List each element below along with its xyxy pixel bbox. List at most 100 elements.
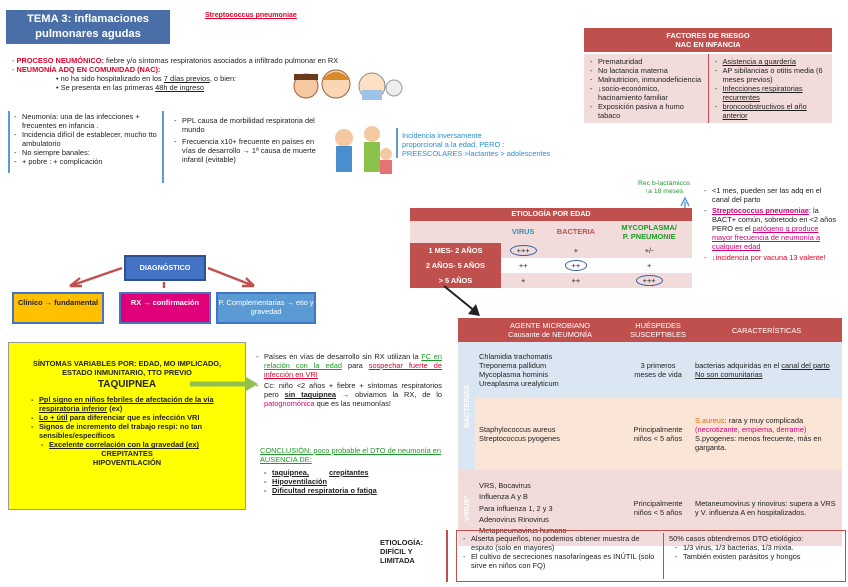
ag-r3-2: Influenza A y B <box>479 492 528 502</box>
family-illustration <box>335 126 392 174</box>
ag-h2b: SUSCEPTIBLES <box>630 330 686 340</box>
etio-final-right-2: También existen parásitos y hongos <box>675 552 841 561</box>
rx-1a: Países en vías de desarrollo sin RX util… <box>264 352 422 361</box>
risk-title-1: FACTORES DE RIESGO <box>666 31 750 40</box>
conclusion-list: taquipnea, crepitantes Hipoventilación D… <box>264 468 442 495</box>
page-title: TEMA 3: inflamaciones pulmonares agudas <box>6 10 170 44</box>
etio-age-1: 1 MES- 2 AÑOS <box>410 242 501 258</box>
ag-r2-c3: (necrotizante, empiema, derrame) <box>695 425 807 435</box>
etio-final-l3: LIMITADA <box>380 556 415 566</box>
etio-final-right-1: 1/3 virus, 1/3 bacterias, 1/3 mixta. <box>675 543 841 552</box>
etio-final-right-0: 50% casos obtendremos DTO etiológico: <box>669 534 804 543</box>
ag-r3-c: Metaneumovirus y rinovirus: supera a VRS… <box>691 470 842 547</box>
concl-3: Dificultad respiratoria o fatiga <box>264 486 442 495</box>
etio-m-1: +/- <box>644 245 654 255</box>
risk-table: Prematuridad No lactancia materna Malnut… <box>584 54 832 124</box>
risk-7: AP sibilancias o otitis media (6 meses p… <box>715 66 829 84</box>
nac-2b: 48h de ingreso <box>155 83 205 93</box>
pn-text: fiebre y/o síntomas respiratorios asocia… <box>106 56 339 65</box>
crepitantes-label: CREPITANTES <box>101 449 153 459</box>
diag-arrows <box>69 266 255 288</box>
symptoms-box: SÍNTOMAS VARIABLES POR: EDAD, MO IMPLICA… <box>8 342 246 510</box>
sym-2a: Lo + útil <box>39 413 68 423</box>
etio-v-3: + <box>520 275 526 285</box>
nac-1a: no ha sido hospitalizado en los <box>60 74 164 84</box>
etio-age-3: > 5 AÑOS <box>410 272 501 288</box>
ag-r1-3: Mycoplasma hominis <box>479 370 549 380</box>
etio-final-left-1: Alserta pequeños, no podemos obtener mue… <box>463 534 661 552</box>
ag-r1-2: Treponema pallidum <box>479 361 547 371</box>
rx-notes: Países en vías de desarrollo sin RX util… <box>256 352 442 409</box>
title-line-2: pulmonares agudas <box>35 28 141 40</box>
ag-r1-c3: No son comunitarias <box>695 370 763 380</box>
incidence-line-3: PREESCOLARES >lactantes > adolescentes <box>402 149 551 159</box>
fact-1: Neumonía: una de las infecciones + frecu… <box>14 112 162 130</box>
ppl-facts: PPL causa de morbilidad respiratoria del… <box>174 116 326 164</box>
incidence-bar <box>396 128 399 158</box>
risk-1: Prematuridad <box>590 57 704 66</box>
ag-r2-1: Staphylococcus aureus <box>479 425 556 435</box>
ag-side-bacterias: BACTERIAS <box>458 342 476 471</box>
etio-final-bar <box>446 530 448 582</box>
risk-5: Exposición pasiva a humo tabaco <box>590 102 704 120</box>
ag-r1-c1: bacterias adquiridas en el <box>695 361 782 371</box>
risk-title-2: NAC EN INFANCIA <box>675 40 741 50</box>
risk-9: broncoobstructivos el año anterior <box>715 102 829 120</box>
ag-r3-3: Para influenza 1, 2 y 3 <box>479 503 553 513</box>
ag-h3: CARACTERÍSTICAS <box>691 318 842 343</box>
ag-r3-4: Adenovirus Rinovirus <box>479 514 549 524</box>
sym-1a: Ppl signo en niños <box>39 395 107 405</box>
risk-6: Asistencia a guardería <box>715 57 829 66</box>
ag-h1b: Causante de NEUMONÍA <box>508 330 592 340</box>
ag-r2-c1: S.aureus <box>695 416 725 425</box>
rec-beta: Rec b-lactámicos ↑a 18 meses <box>638 180 690 197</box>
arrow-down-icon <box>443 285 480 316</box>
etio-b-1: + <box>573 245 579 255</box>
hipoventilacion-label: HIPOVENTILACIÓN <box>92 458 162 468</box>
strep-note-1: <1 mes, pueden ser las adq en el canal d… <box>704 186 840 204</box>
rx-2a: Cc: niño <2 años + fiebre + síntomas res… <box>264 381 442 400</box>
neumonia-facts: Neumonía: una de las infecciones + frecu… <box>14 112 162 166</box>
etio-m-3: +++ <box>635 274 663 286</box>
rec-beta-2: ↑a 18 meses <box>644 188 684 196</box>
etio-age-2: 2 AÑOS- 5 AÑOS <box>410 257 501 273</box>
incidence-text: Incidencia inversamente proporcional a l… <box>402 131 612 158</box>
sym-4: Excelente correlación con la gravedad (e… <box>41 440 237 449</box>
etio-final-l1: ETIOLOGÍA: <box>380 538 424 547</box>
etio-final-divider <box>663 533 664 579</box>
etio-h-myco-1: MYCOPLASMA/ <box>621 222 677 232</box>
ag-r1-4: Ureaplasma urealyticum <box>479 379 559 389</box>
left-bar-2 <box>162 111 164 183</box>
nac-label: NEUMONÍA ADQ EN COMUNIDAD (NAC): <box>16 65 161 75</box>
concl-1b: crepitantes <box>329 468 369 477</box>
etio-h-virus: VIRUS <box>511 227 535 237</box>
rec-beta-1: Rec b-lactámicos <box>638 180 691 187</box>
sym-1b: febriles de afectación de la vía respira… <box>39 395 214 414</box>
sick-children-illustration <box>293 69 403 100</box>
risk-2: No lactancia materna <box>590 66 704 75</box>
fact-3: No siempre banales: <box>14 148 162 157</box>
ag-r2-c2: : rara y muy complicada <box>724 416 804 425</box>
etiology-age-table: ETIOLOGÍA POR EDAD VIRUS BACTERIA MYCOPL… <box>410 208 692 288</box>
rx-2e: que es las neumonías! <box>314 399 391 409</box>
ag-r1-1: Chlamidia trachomatis <box>479 352 553 361</box>
risk-4: ↓socio-económico, hacinamiento familiar <box>590 84 704 102</box>
rx-box: RX → confirmación <box>119 292 211 324</box>
nac-1b: 7 días previos <box>163 74 210 84</box>
ppl-1: PPL causa de morbilidad respiratoria del… <box>174 116 326 134</box>
ag-r2-2: Streptococcus pyogenes <box>479 434 560 444</box>
ag-r2-c4: S.pyogenes: menos frecuente, más en garg… <box>695 434 822 453</box>
nac-1c: , o bien: <box>209 74 237 84</box>
ag-r1-c2: canal del parto <box>781 361 830 371</box>
subtitle: Streptococcus pneumoniae <box>205 12 297 19</box>
risk-8: Infecciones respiratorias recurrentes <box>715 84 829 102</box>
sym-1c: (ex) <box>107 404 123 414</box>
incidence-line-1: Incidencia inversamente <box>402 131 482 140</box>
symptoms-intro: SÍNTOMAS VARIABLES POR: EDAD, MO IMPLICA… <box>32 359 222 378</box>
etio-b-3: ++ <box>571 275 581 285</box>
etio-final-l2: DIFÍCIL Y <box>380 547 413 557</box>
risk-3: Malnutricion, inmunodeficiencia <box>590 75 704 84</box>
pn-label: PROCESO NEUMÓNICO: <box>16 56 104 65</box>
